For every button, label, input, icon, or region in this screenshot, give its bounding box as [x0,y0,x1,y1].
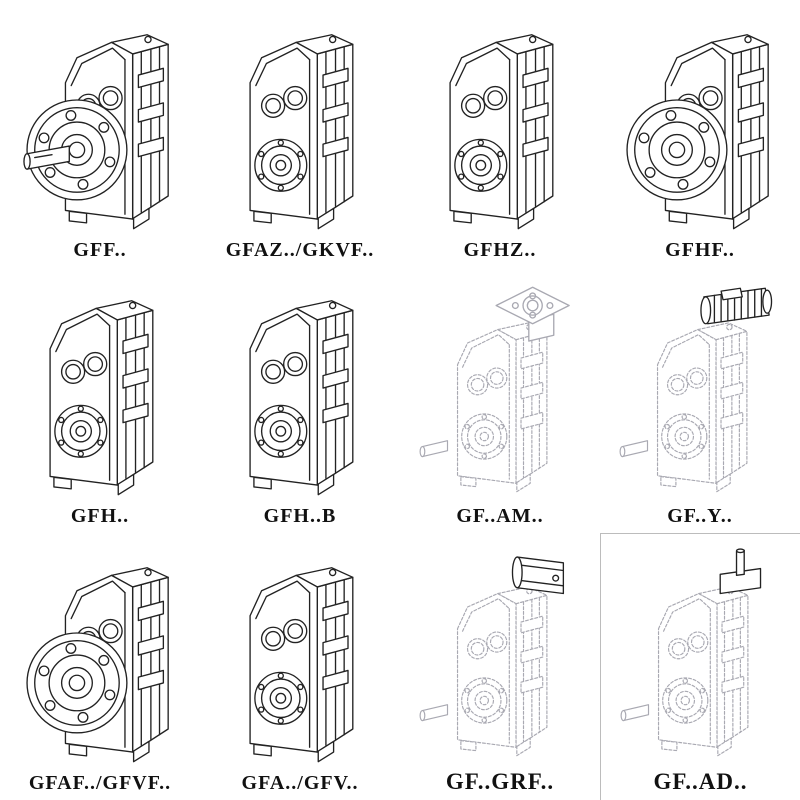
gearbox-drawing-gf-am [404,277,596,503]
gearbox-label-gfaz-gkvf: GFAZ../GKVF.. [225,238,375,261]
gearbox-label-gff: GFF.. [73,238,127,261]
gearbox-drawing-gf-y [604,277,796,503]
gearbox-drawing-gfaz-gkvf [204,11,396,237]
gearbox-art [620,289,771,492]
figure-gfh: GFH.. [0,267,200,534]
gearbox-label-gf-ad: GF..AD.. [653,768,748,794]
gearbox-art [627,34,768,228]
figure-gff: GFF.. [0,0,200,267]
figure-gfhf: GFHF.. [600,0,800,267]
gearbox-label-gf-am: GF..AM.. [456,505,544,528]
gearbox-art [250,34,353,228]
gearbox-art [27,568,168,762]
gearbox-drawing-gfh-b [204,277,396,503]
figure-gfh-b: GFH..B [200,267,400,534]
figure-gf-am: GF..AM.. [400,267,600,534]
gearbox-drawing-gff [4,11,196,237]
figure-gfa-gfv: GFA../GFV.. [200,533,400,800]
gearbox-drawing-gf-ad [605,541,797,767]
gearbox-label-gfhf: GFHF.. [665,238,735,261]
gearbox-art [420,557,563,756]
gearbox-label-gfa-gfv: GFA../GFV.. [241,771,359,794]
gearbox-drawing-gfhf [604,11,796,237]
figure-gf-ad: GF..AD.. [600,533,800,800]
gearbox-label-gfhz: GFHZ.. [463,238,537,261]
gearbox-art [250,568,353,762]
gearbox-label-gfh-b: GFH..B [263,505,337,528]
gearbox-art [50,301,153,495]
gearbox-art [250,301,353,495]
gearbox-drawing-gfhz [404,11,596,237]
gearbox-label-gf-grf: GF..GRF.. [445,768,555,794]
gearbox-drawing-gfa-gfv [204,544,396,770]
gearbox-art [420,288,569,492]
figure-gf-y: GF..Y.. [600,267,800,534]
gearbox-label-gfh: GFH.. [70,505,130,528]
gearbox-art [450,34,553,228]
gearbox-label-gfaf-gfvf: GFAF../GFVF.. [28,771,172,794]
figure-gfaf-gfvf: GFAF../GFVF.. [0,533,200,800]
gearbox-art [621,549,760,756]
figure-gf-grf: GF..GRF.. [400,533,600,800]
gearbox-drawing-gfh [4,277,196,503]
gearbox-drawing-gf-grf [404,541,596,767]
figure-gfhz: GFHZ.. [400,0,600,267]
gearbox-drawing-gfaf-gfvf [4,544,196,770]
gearbox-label-gf-y: GF..Y.. [667,505,733,528]
figure-gfaz-gkvf: GFAZ../GKVF.. [200,0,400,267]
gearbox-art [24,34,168,228]
